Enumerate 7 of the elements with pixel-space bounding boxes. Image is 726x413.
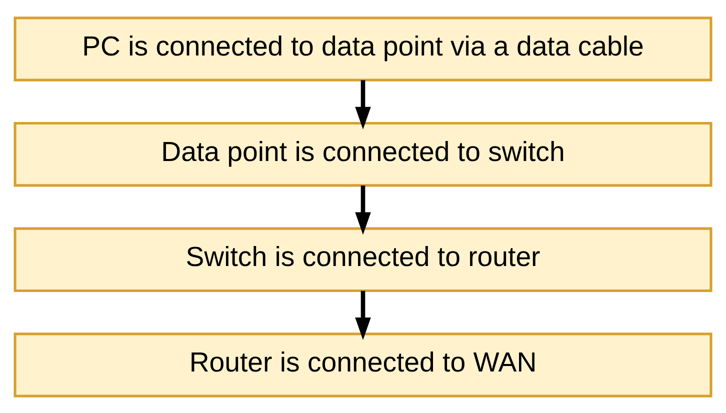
arrow bbox=[355, 185, 371, 234]
node-box: Router is connected to WAN bbox=[14, 332, 712, 397]
arrow bbox=[355, 290, 371, 340]
node-box: Data point is connected to switch bbox=[14, 121, 712, 186]
node-box: Switch is connected to router bbox=[14, 226, 712, 292]
node-box: PC is connected to data point via a data cable bbox=[14, 16, 712, 81]
arrow bbox=[355, 80, 371, 129]
